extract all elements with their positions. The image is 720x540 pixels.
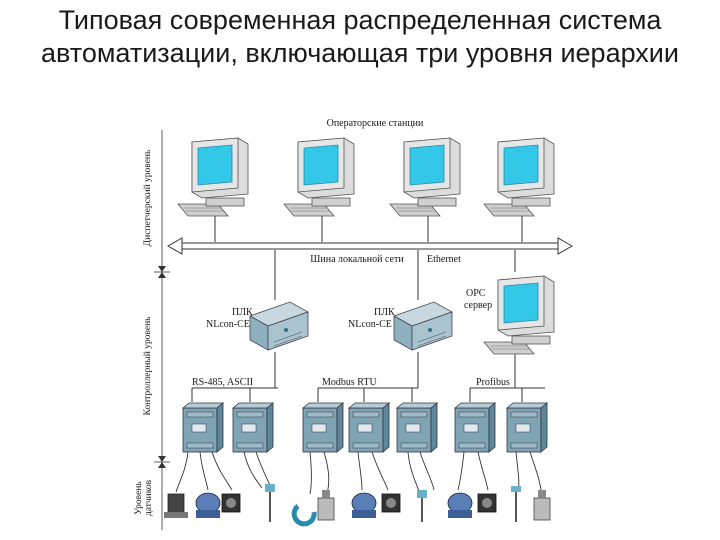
operator-workstation-4 bbox=[483, 137, 555, 217]
pump-1 bbox=[195, 492, 221, 518]
pump-3 bbox=[447, 492, 473, 518]
plc-2-label: ПЛК bbox=[374, 307, 395, 318]
actuator-1 bbox=[221, 493, 241, 513]
io-module-5 bbox=[396, 402, 438, 453]
bus-modbus-label: Modbus RTU bbox=[322, 377, 377, 388]
operator-stations-label: Операторские станции bbox=[327, 118, 424, 129]
plc-1 bbox=[249, 301, 309, 351]
io-module-2 bbox=[232, 402, 274, 453]
valve-1 bbox=[164, 493, 188, 518]
bus-rs485-label: RS-485, ASCII bbox=[192, 377, 253, 388]
ethernet-label: Ethernet bbox=[427, 254, 461, 265]
pressure-sensor-2 bbox=[533, 490, 551, 521]
opc-label-2: сервер bbox=[464, 300, 492, 311]
temperature-probe-3 bbox=[511, 486, 521, 522]
io-module-7 bbox=[506, 402, 548, 453]
plc-2 bbox=[393, 301, 453, 351]
operator-workstation-2 bbox=[283, 137, 355, 217]
operator-workstation-1 bbox=[177, 137, 249, 217]
level-bracket bbox=[154, 130, 170, 530]
plc-1-label: ПЛК bbox=[232, 307, 253, 318]
ethernet-bus bbox=[166, 237, 574, 255]
lan-bus-label: Шина локальной сети bbox=[310, 254, 404, 265]
bus-profibus-label: Profibus bbox=[476, 377, 510, 388]
temperature-probe-1 bbox=[265, 484, 275, 522]
pc-drop-lines bbox=[214, 210, 523, 242]
sensor-level-label-2: датчиков bbox=[144, 479, 154, 516]
sensor-level-label: Уровень bbox=[134, 481, 144, 515]
slide-title: Типовая современная распределенная систе… bbox=[41, 5, 679, 68]
controller-level-label: Контроллерный уровень bbox=[142, 316, 153, 416]
clamp-sensor bbox=[291, 504, 317, 527]
operator-workstation-3 bbox=[389, 137, 461, 217]
opc-label: OPC bbox=[466, 288, 486, 299]
io-module-6 bbox=[454, 402, 496, 453]
pressure-sensor-1 bbox=[317, 490, 335, 521]
pump-2 bbox=[351, 492, 377, 518]
temperature-probe-2 bbox=[417, 490, 427, 522]
plc-2-label-2: NLcon-CE bbox=[348, 319, 392, 330]
field-bus-lines bbox=[191, 387, 545, 402]
sensor-wires bbox=[175, 451, 543, 499]
actuator-2 bbox=[381, 493, 401, 513]
controller-link-lines bbox=[274, 250, 516, 388]
actuator-3 bbox=[477, 493, 497, 513]
io-module-3 bbox=[302, 402, 344, 453]
dispatcher-level-label: Диспетчерский уровень bbox=[142, 149, 153, 246]
io-module-1 bbox=[182, 402, 224, 453]
io-module-4 bbox=[348, 402, 390, 453]
opc-server bbox=[483, 275, 555, 355]
plc-1-label-2: NLcon-CE bbox=[206, 319, 250, 330]
